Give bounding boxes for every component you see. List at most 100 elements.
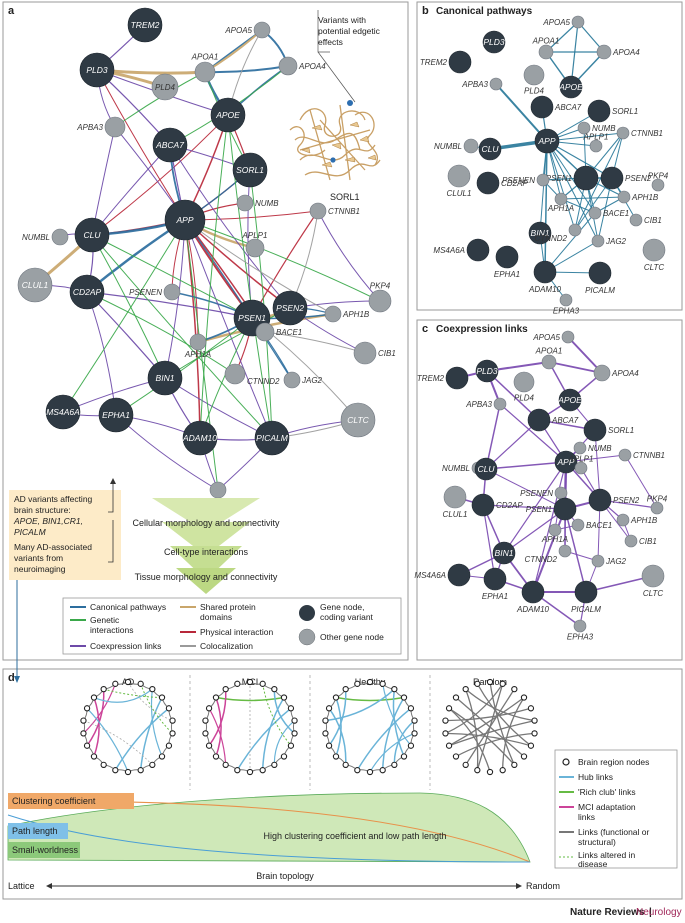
c-label-ctnnd2: CTNND2 <box>525 555 558 564</box>
a-edge-ctnnb1-pkp4 <box>317 210 381 302</box>
b-node-sorl1 <box>587 99 611 123</box>
a-node-apoe <box>210 97 246 133</box>
b-label-trem2: TREM2 <box>420 58 448 67</box>
panel-d-label: d <box>8 672 15 684</box>
axis-random: Random <box>526 881 560 891</box>
brain-region-node <box>531 717 538 724</box>
brain-region-node <box>452 694 460 701</box>
a-label-ctnnb1: CTNNB1 <box>328 207 360 216</box>
legend-shared-1: Shared protein <box>200 602 256 612</box>
b-label-cltc: CLTC <box>644 263 665 272</box>
brain-region-node <box>158 694 166 701</box>
c-label-pld4: PLD4 <box>514 394 535 403</box>
brain-region-node <box>442 717 449 724</box>
brain-region-node <box>100 685 107 693</box>
a-label-ms4a6a: MS4A6A <box>46 407 80 417</box>
legend-a-box <box>62 597 402 655</box>
b-label-picalm: PICALM <box>585 286 615 295</box>
legend-coding-node <box>299 605 315 621</box>
ad-box-line2: brain structure: <box>14 505 71 515</box>
brain-region-node <box>520 694 528 701</box>
ad-box-line5: Many AD-associated <box>14 542 92 552</box>
a-label-aph1a: APH1A <box>184 350 211 359</box>
c-edge-apba3-app <box>499 403 567 463</box>
c-node-aph1b <box>616 513 630 527</box>
a-label-app: APP <box>175 215 193 225</box>
a-node-cltc <box>340 402 376 438</box>
ring-link <box>208 689 227 747</box>
b-label-aph1b: APH1B <box>631 193 659 202</box>
brain-region-node <box>202 730 209 737</box>
brain-region-node <box>205 705 213 712</box>
c-label-apoa5: APOA5 <box>532 333 560 342</box>
c-label-app: APP <box>556 457 574 467</box>
a-node-psen2 <box>272 290 308 326</box>
a-node-pld3 <box>79 52 115 88</box>
clustering-label: Clustering coefficient <box>12 796 96 806</box>
b-label-clul1: CLUL1 <box>447 189 472 198</box>
a-edge-apoe-clu <box>91 114 229 236</box>
a-label-sorl1: SORL1 <box>236 165 264 175</box>
ring-link <box>208 708 227 765</box>
a-node-bace1 <box>255 322 275 342</box>
level-cellular: Cellular morphology and connectivity <box>132 518 280 528</box>
c-label-aph1b: APH1B <box>630 516 658 525</box>
c-node-epha3 <box>573 619 587 633</box>
c-node-jag2 <box>591 554 605 568</box>
panel-b-frame <box>416 1 683 311</box>
legend-coding-1: Gene node, <box>320 602 364 612</box>
c-label-epha3: EPHA3 <box>567 632 594 641</box>
b-node-epha3 <box>559 293 573 307</box>
legend-d-hub: Hub links <box>578 772 613 782</box>
ring-link <box>382 683 412 747</box>
a-node-jag2 <box>283 371 301 389</box>
brain-region-node <box>511 761 518 769</box>
c-node-apoa4 <box>593 364 611 382</box>
b-label-aplp1: APLP1 <box>583 132 609 141</box>
c-node-clu <box>474 457 498 481</box>
brain-region-node <box>462 685 469 693</box>
panel-a-frame <box>2 1 409 661</box>
b-label-clu: CLU <box>481 144 499 154</box>
b-node-clul1 <box>447 164 471 188</box>
a-label-apoe: APOE <box>215 110 240 120</box>
brain-region-node <box>287 742 295 749</box>
a-label-apoa4: APOA4 <box>298 62 326 71</box>
ring-link <box>86 689 105 747</box>
brain-region-node <box>332 694 340 701</box>
b-edge-app-ctnnb1 <box>546 132 624 142</box>
a-label-aph1b: APH1B <box>342 310 370 319</box>
c-edge-clu-psen1 <box>485 468 566 510</box>
brain-region-node <box>112 680 119 687</box>
c-label-cltc: CLTC <box>643 589 664 598</box>
c-label-sorl1: SORL1 <box>608 426 634 435</box>
ring-link <box>273 689 296 734</box>
c-node-apba3 <box>493 397 507 411</box>
b-label-psen2: PSEN2 <box>625 174 652 183</box>
b-node-abca7 <box>530 95 554 119</box>
c-node-apoa5 <box>561 330 575 344</box>
small-label-bg <box>8 842 80 858</box>
c-label-psen1: PSEN1 <box>526 505 552 514</box>
brain-region-node <box>169 730 176 737</box>
a-node-apba3 <box>104 116 126 138</box>
b-label-apoa1: APOA1 <box>532 36 560 45</box>
sorl1-structure-label: SORL1 <box>330 192 360 202</box>
b-node-cltc <box>642 238 666 262</box>
panel-a-network: TREM2PLD3PLD4APOA5APOA1APOA4APOEAPBA3ABC… <box>17 7 396 508</box>
b-edge-app-ctnnd2 <box>546 140 576 231</box>
ring-link <box>445 732 532 747</box>
level-cell-type: Cell-type interactions <box>164 547 249 557</box>
brain-region-node <box>83 705 91 712</box>
brain-region-node <box>169 717 176 724</box>
ring-link <box>83 683 116 734</box>
a-label-clu: CLU <box>83 230 101 240</box>
variants-annotation-line2: potential edgetic <box>318 26 381 36</box>
c-edge-cd2ap-epha1 <box>482 504 496 580</box>
legend-coexpr: Coexpression links <box>90 641 161 651</box>
ring-link <box>325 688 395 722</box>
b-label-jag2: JAG2 <box>605 237 627 246</box>
